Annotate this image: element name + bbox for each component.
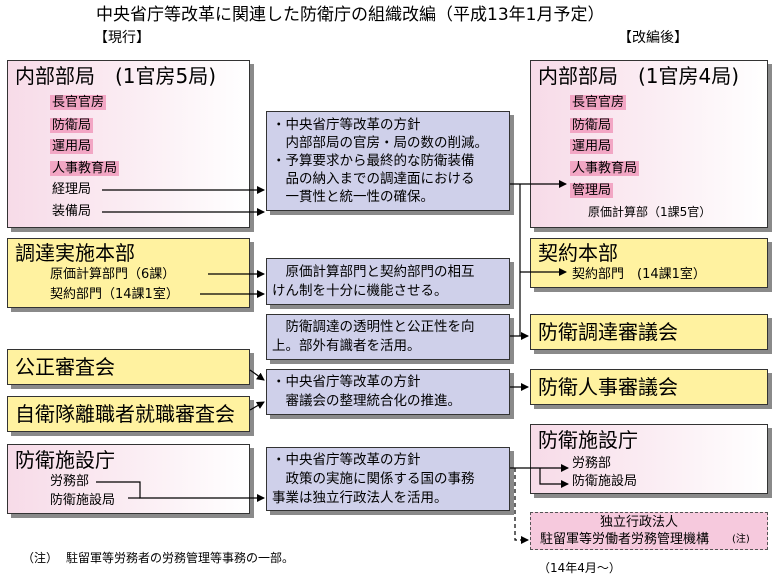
right-naibu-item: 運用局 <box>570 139 614 154</box>
left-chotatsu-title: 調達実施本部 <box>15 241 135 265</box>
left-jieitai-title: 自衛隊離職者就職審査会 <box>15 402 235 426</box>
left-jieitai-box <box>7 396 250 432</box>
middle-box-2-line: けん制を十分に機能させる。 <box>272 283 448 299</box>
right-shisetsu-item: 防衛施設局 <box>572 474 638 489</box>
right-dokuritsu-date: （14年4月～） <box>538 561 621 575</box>
left-naibu-item: 装備局 <box>52 204 92 219</box>
left-kosei-title: 公正審査会 <box>15 355 115 379</box>
middle-box-1-line: 品の納入までの調達面における <box>272 171 475 187</box>
right-naibu-item: 人事教育局 <box>570 161 640 176</box>
left-chotatsu-box <box>7 238 250 308</box>
left-chotatsu-item: 原価計算部門（6課） <box>50 267 176 282</box>
left-naibu-item: 防衛局 <box>50 118 94 133</box>
middle-box-3-line: 上。部外有識者を活用。 <box>272 338 421 354</box>
right-naibu-title: 内部部局 (1官房4局) <box>538 64 740 88</box>
right-chotatsu-shingikai: 防衛調達審議会 <box>538 320 678 344</box>
left-shisetsu-title: 防衛施設庁 <box>15 448 115 472</box>
current-label: 【現行】 <box>94 30 150 46</box>
right-dokuritsu-note-mark: (注) <box>732 534 750 545</box>
right-dokuritsu-box <box>530 512 768 550</box>
middle-box-4-line: 審議会の整理統合化の推進。 <box>272 393 461 409</box>
right-dokuritsu-line1: 独立行政法人 <box>600 515 679 530</box>
left-naibu-item: 経理局 <box>52 182 92 197</box>
middle-box-4-line: ・中央省庁等改革の方針 <box>272 374 421 390</box>
footnote-text: 駐留軍等労務者の労務管理等事務の一部。 <box>66 551 295 565</box>
middle-box-2 <box>266 258 510 305</box>
after-label: 【改編後】 <box>618 30 688 46</box>
middle-box-1-line: 内部部局の官房・局の数の削減。 <box>272 135 488 151</box>
middle-box-1-line: ・予算要求から最終的な防衛装備 <box>272 153 475 169</box>
right-naibu-item: 防衛局 <box>570 118 614 133</box>
left-naibu-box <box>7 60 250 228</box>
middle-box-4 <box>266 369 510 415</box>
middle-box-2-line: 原価計算部門と契約部門の相互 <box>272 264 475 280</box>
line-kosei <box>249 369 265 381</box>
middle-box-1-line: 一貫性と統一性の確保。 <box>272 189 434 205</box>
middle-box-1 <box>266 111 510 211</box>
right-keiyaku-title: 契約本部 <box>538 241 618 265</box>
line-to-shisetsukyoku <box>539 468 569 488</box>
middle-box-1-line: ・中央省庁等改革の方針 <box>272 117 421 133</box>
right-naibu-sub: 原価計算部（1課5官） <box>588 205 712 219</box>
right-dokuritsu-line2: 駐留軍等労働者労務管理機構 <box>540 532 710 547</box>
middle-box-3-line: 防衛調達の透明性と公正性を向 <box>272 319 475 335</box>
middle-box-5-line: 事業は独立行政法人を活用。 <box>272 490 448 506</box>
left-naibu-item: 長官官房 <box>50 95 107 110</box>
line-to-dokuritsu <box>514 468 529 544</box>
left-shisetsu-item: 労務部 <box>50 474 90 489</box>
middle-box-3 <box>266 314 510 360</box>
right-naibu-box <box>530 60 768 228</box>
right-shisetsu-title: 防衛施設庁 <box>538 428 638 452</box>
left-shisetsu-box <box>7 444 250 514</box>
right-naibu-item: 長官官房 <box>570 95 627 110</box>
left-kosei-box <box>7 349 250 385</box>
right-jinji-shingikai: 防衛人事審議会 <box>538 375 678 399</box>
middle-box-5-line: ・中央省庁等改革の方針 <box>272 452 421 468</box>
right-chotatsu-shingikai-box <box>530 314 768 350</box>
footnote-mark: （注） <box>22 551 59 565</box>
right-keiyaku-item: 契約部門 (14課1室） <box>572 267 706 282</box>
right-jinji-shingikai-box <box>530 369 768 405</box>
right-shisetsu-item: 労務部 <box>572 456 612 471</box>
left-naibu-title: 内部部局 (1官房5局) <box>15 64 217 88</box>
right-naibu-item: 管理局 <box>570 183 614 198</box>
middle-box-5 <box>266 447 510 511</box>
right-shisetsu-box <box>530 424 768 494</box>
line-jieitai <box>249 401 265 411</box>
page-title: 中央省庁等改革に関連した防衛庁の組織改編（平成13年1月予定） <box>96 5 605 25</box>
right-keiyaku-box <box>530 238 768 288</box>
left-naibu-item: 人事教育局 <box>50 161 120 176</box>
left-chotatsu-item: 契約部門（14課1室） <box>50 287 179 302</box>
left-shisetsu-item: 防衛施設局 <box>50 493 116 508</box>
line-romu <box>96 481 265 502</box>
left-naibu-item: 運用局 <box>50 139 94 154</box>
middle-box-5-line: 政策の実施に関係する国の事務 <box>272 471 475 487</box>
